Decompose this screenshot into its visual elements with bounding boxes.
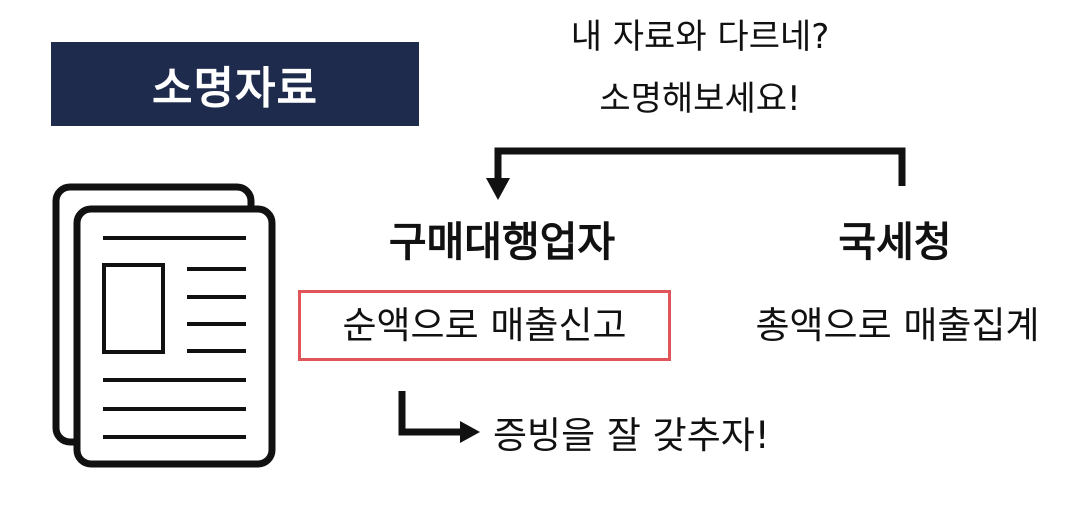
elbow-arrow-icon	[398, 391, 480, 443]
nts-total-text: 총액으로 매출집계	[755, 304, 1040, 347]
evidence-note: 증빙을 잘 갖추자!	[493, 414, 770, 457]
purchasing-agent-label: 구매대행업자	[388, 218, 616, 266]
title-banner: 소명자료	[51, 42, 419, 126]
agent-report-box: 순액으로 매출신고	[298, 290, 671, 361]
bracket-arrow-icon	[486, 147, 906, 200]
page-title: 소명자료	[152, 63, 318, 114]
question-line-2: 소명해보세요!	[599, 79, 801, 119]
question-line-1: 내 자료와 다르네?	[570, 17, 830, 57]
nts-label: 국세청	[838, 218, 952, 266]
agent-report-text: 순액으로 매출신고	[342, 304, 627, 347]
document-stack-icon	[52, 183, 276, 468]
